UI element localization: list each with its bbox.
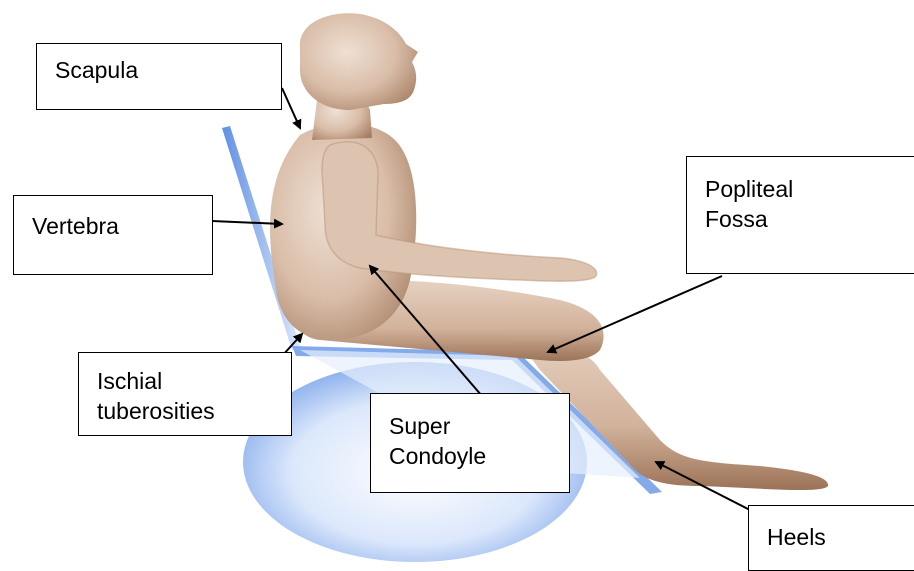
label-ischial-line2: tuberosities [97, 396, 291, 426]
arm [322, 142, 597, 281]
head [300, 13, 418, 110]
label-super-line2: Condoyle [389, 441, 569, 471]
label-super-condoyle: Super Condoyle [370, 393, 570, 493]
label-popliteal-line2: Fossa [705, 204, 914, 234]
label-ischial-line1: Ischial [97, 366, 291, 396]
label-popliteal-line1: Popliteal [705, 174, 914, 204]
label-scapula-text: Scapula [55, 55, 281, 85]
label-vertebra: Vertebra [13, 195, 213, 275]
scapula-arrow [282, 88, 300, 128]
label-scapula: Scapula [36, 43, 282, 110]
label-heels-text: Heels [767, 522, 914, 552]
label-ischial-tuberosities: Ischial tuberosities [78, 352, 292, 436]
label-vertebra-text: Vertebra [32, 211, 212, 241]
label-heels: Heels [748, 505, 914, 571]
label-super-line1: Super [389, 411, 569, 441]
label-popliteal-fossa: Popliteal Fossa [686, 156, 914, 274]
